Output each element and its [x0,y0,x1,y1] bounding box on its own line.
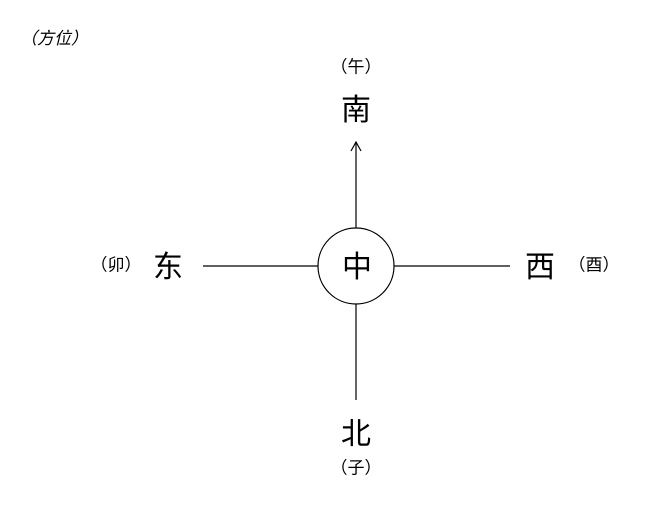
arrow-head-icon [350,140,362,152]
west-label: 西 [525,250,555,285]
south-branch: （午） [330,57,382,78]
east-branch: （卯） [90,255,142,276]
north-branch: （子） [330,458,382,479]
north-label: 北 [341,417,371,452]
south-label: 南 [341,93,371,128]
east-label: 东 [153,250,183,285]
west-branch: （酉） [568,255,620,276]
center-circle [317,227,395,305]
center-label: 中 [342,250,372,285]
diagram-title: （方位） [20,29,88,49]
